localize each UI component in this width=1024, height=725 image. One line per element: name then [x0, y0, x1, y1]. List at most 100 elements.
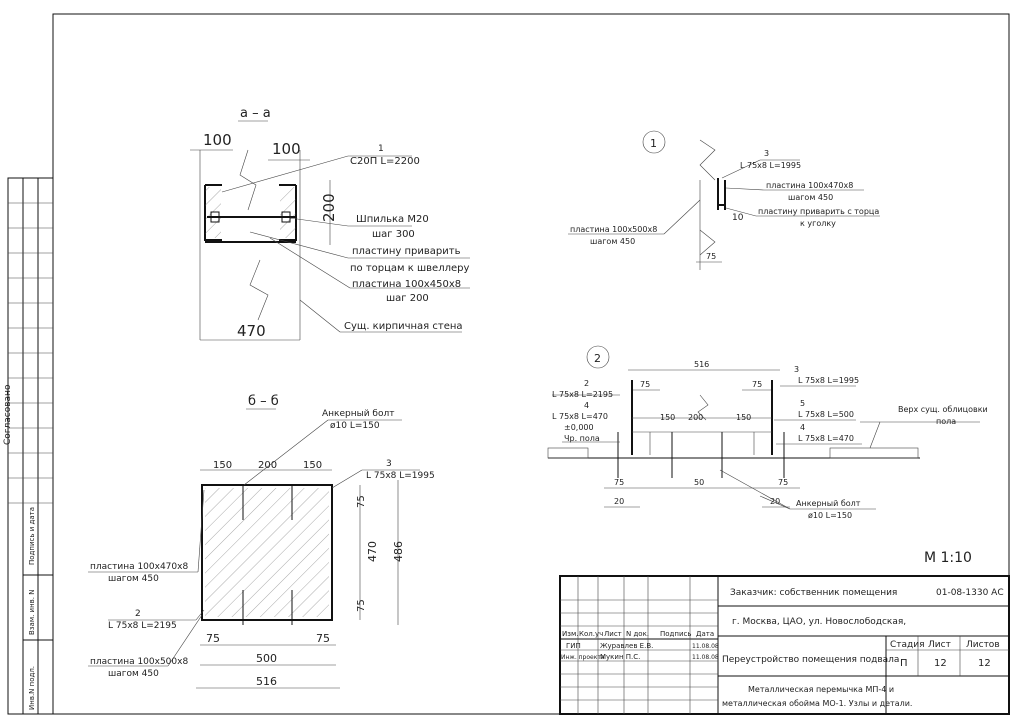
node2-cladding-floor: пола [936, 417, 956, 426]
aa-leader-wall: Сущ. кирпичная стена [344, 321, 463, 332]
node2-dim-20-right: 20 [770, 497, 780, 506]
aa-dim-left-top: 100 [203, 131, 232, 149]
bb-dim-470: 470 [366, 541, 379, 562]
aa-leader-plate: пластина 100х450х8 [352, 279, 461, 290]
aa-leader-num: 1 [378, 144, 384, 154]
tb-customer: Заказчик: собственник помещения [730, 588, 897, 598]
node2-dim-200: 200 [688, 413, 703, 422]
side-label-signature: Подпись и дата [28, 507, 36, 565]
node2-level: ±0,000 [564, 423, 594, 432]
bb-ref2-num: 2 [135, 609, 141, 619]
bb-dim-75-bottom: 75 [356, 599, 367, 612]
tb-r2-date: 11.08.08 [692, 654, 719, 661]
node2-dim-75-left: 75 [640, 380, 650, 389]
node2-dim-20-left: 20 [614, 497, 624, 506]
node2-ref4b-num: 4 [800, 423, 805, 432]
node2-ref4-angle: L 75х8 L=470 [552, 412, 608, 421]
side-label-replace-inv: Взам. инв. N [28, 590, 36, 635]
bb-ref-angle: L 75х8 L=1995 [366, 471, 435, 481]
section-aa: а – а 100 100 200 470 1 С20П L=2200 [190, 106, 470, 341]
side-strip: Согласовано Подпись и дата Взам. инв. N … [3, 177, 54, 715]
bb-bolt-label: Анкерный болт [322, 409, 394, 419]
bb-plate-step: шагом 450 [108, 574, 159, 584]
node2-number: 2 [594, 352, 601, 365]
node1-plate: пластина 100х470х8 [766, 181, 853, 190]
tb-sheets: 12 [978, 658, 991, 669]
node2-dim-150a: 150 [660, 413, 675, 422]
bb-plate2-label: пластина 100х500х8 [90, 657, 188, 667]
bb-dim-500: 500 [256, 652, 277, 665]
tb-r1-role: ГИП [566, 642, 581, 650]
node2-ref3-angle: L 75х8 L=1995 [798, 376, 859, 385]
node2-cladding: Верх сущ. облицовки [898, 405, 988, 414]
tb-r2-role: Инж. проекта [561, 654, 605, 661]
tb-h-stage: Стадия [890, 640, 925, 650]
node1-dim-10: 10 [732, 213, 744, 223]
node2-dim-516: 516 [694, 360, 709, 369]
tb-col-izm: Изм. [562, 630, 578, 638]
side-label-agreed: Согласовано [3, 384, 13, 445]
bb-plate2-step: шагом 450 [108, 669, 159, 679]
bb-ref-num: 3 [386, 459, 392, 469]
aa-dim-height: 200 [320, 193, 338, 222]
tb-r1-name: Журавлев Е.В. [600, 642, 653, 650]
node2-bolt-label: Анкерный болт [796, 499, 861, 508]
aa-leader-stud: Шпилька М20 [356, 214, 429, 225]
tb-r2-name: Мукин П.С. [600, 653, 640, 661]
node1-weld-corner: к уголку [800, 219, 836, 228]
node2-ref5-angle: L 75х8 L=500 [798, 410, 854, 419]
tb-col-data: Дата [696, 630, 714, 638]
aa-leader-channel: С20П L=2200 [350, 156, 420, 167]
tb-r1-date: 11.08.08 [692, 643, 719, 650]
aa-dim-width: 470 [237, 322, 266, 340]
node-2: 2 516 75 75 150 200 150 2 L 75х8 L=2195 … [547, 345, 988, 520]
node2-dim-50: 50 [694, 478, 704, 487]
tb-h-sheet: Лист [928, 640, 951, 650]
node2-dim-75-right: 75 [752, 380, 762, 389]
tb-drawing-1: Металлическая перемычка МП-4 и [748, 685, 894, 694]
node1-ref-num: 3 [764, 149, 769, 158]
tb-address: г. Москва, ЦАО, ул. Новослободская, [732, 617, 906, 627]
tb-code: 01-08-1330 АС [936, 588, 1004, 598]
tb-col-ndok: N док. [626, 630, 649, 638]
tb-drawing-2: металлическая обойма МО-1. Узлы и детали… [722, 699, 912, 708]
node2-bolt-size: ø10 L=150 [808, 511, 852, 520]
bb-dim-516: 516 [256, 675, 277, 688]
node-1: 1 3 L 75х8 L=1995 пластина 100х470х8 шаг… [568, 130, 880, 270]
aa-leader-stud-step: шаг 300 [372, 229, 415, 240]
title-block: Изм. Кол.уч Лист N док. Подпись Дата ГИП… [559, 575, 1010, 715]
tb-sheet: 12 [934, 658, 947, 669]
tb-stage: П [900, 658, 908, 669]
bb-dim-75-bl: 75 [206, 632, 220, 645]
node2-ref5-num: 5 [800, 399, 805, 408]
aa-leader-weld-ends: по торцам к швеллеру [350, 263, 469, 274]
sheet-frame [52, 13, 1010, 715]
node1-dim-75: 75 [706, 252, 716, 261]
bb-dim-150-right: 150 [303, 460, 322, 471]
node2-ref4b-angle: L 75х8 L=470 [798, 434, 854, 443]
bb-dim-75-top: 75 [356, 495, 367, 508]
node1-weld: пластину приварить с торца [758, 207, 879, 216]
bb-dim-486: 486 [392, 541, 405, 562]
node1-plate2-step: шагом 450 [590, 237, 635, 246]
tb-project: Переустройство помещения подвала [722, 655, 899, 665]
scale-label: М 1:10 [924, 550, 972, 566]
bb-dim-150-left: 150 [213, 460, 232, 471]
side-label-inv-original: Инв.N подл. [28, 666, 36, 710]
bb-plate-label: пластина 100х470х8 [90, 562, 188, 572]
tb-h-sheets: Листов [966, 640, 1000, 650]
bb-ref2-angle: L 75х8 L=2195 [108, 621, 177, 631]
bb-dim-200: 200 [258, 460, 277, 471]
section-bb: б – б 150 200 150 Анкерный болт ø10 L=15… [88, 394, 435, 689]
tb-col-kuch: Кол.уч [579, 630, 603, 638]
bb-dim-75-br: 75 [316, 632, 330, 645]
node1-number: 1 [650, 137, 657, 150]
aa-dim-right-top: 100 [272, 140, 301, 158]
node1-plate-step: шагом 450 [788, 193, 833, 202]
node2-ref2-num: 2 [584, 379, 589, 388]
node2-dim-75-br: 75 [778, 478, 788, 487]
tb-col-list: Лист [604, 630, 622, 638]
node2-floor: Чр. пола [564, 434, 600, 443]
node2-ref2-angle: L 75х8 L=2195 [552, 390, 613, 399]
